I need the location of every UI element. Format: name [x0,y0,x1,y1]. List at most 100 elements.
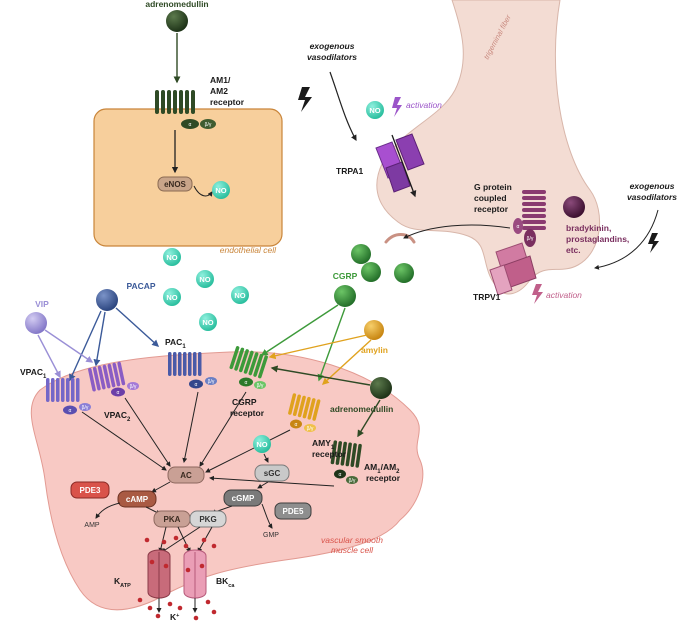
bradykinin-label-3: etc. [566,245,581,255]
bkca-label: BKca [216,576,235,589]
amylin-to-amy1-arrow [321,339,372,385]
bradykinin-label-1: bradykinin, [566,223,611,233]
amy1-to-ac-arrow [205,429,291,473]
sgc-box [254,464,290,482]
ac-label: AC [180,471,192,480]
vip-label: VIP [35,299,49,309]
cgrp-receptor-label-2: receptor [230,408,265,418]
am-receptor-top-label-1: AM1/ [210,75,231,85]
alpha-subunit-label: α [195,382,198,388]
no-to-sgc-arrow [263,453,269,463]
am-receptor-bottom [330,440,362,484]
exo-vaso-top-label-1: exogenous [310,41,355,51]
vpac2-label: VPAC2 [104,410,131,423]
pacap-label: PACAP [126,281,155,291]
beta-gamma-subunit-label: β/γ [307,426,314,432]
no-molecule [196,270,214,288]
amy1-label-2: receptor [312,449,347,459]
am-to-am-receptor-arrow [357,399,381,438]
alpha-subunit-label: α [245,380,248,386]
pkg-to-katp-arrow [161,526,201,553]
am-receptor-top-label-2: AM2 [210,86,228,96]
gpcr-label-2: coupled [474,193,507,203]
pkg-box [189,510,227,528]
enos-box [157,176,193,192]
bkca-channel [183,549,207,599]
vesicle-release-site [384,233,416,244]
amy1-label-1: AMY1 [312,438,335,451]
amy1-receptor [288,393,321,432]
sgc-to-cgmp-arrow [257,481,269,489]
activation-bottom-label: activation [546,290,582,300]
trpa1-channel [375,133,425,193]
cgrp-label: CGRP [333,271,358,281]
am-receptor-top-label-3: receptor [210,97,245,107]
amp-label: AMP [84,522,100,529]
beta-gamma-subunit-label: β/γ [349,478,356,484]
no-molecule [199,313,217,331]
pde5-box [274,502,312,520]
no-label: NO [369,106,380,115]
vip-ligand [25,312,47,334]
exo-vaso-top-label-2: vasodilators [307,52,357,62]
enos-to-no-arrow [193,185,213,197]
alpha-subunit-label: α [189,122,192,128]
cgmp-to-gmp-arrow [261,503,273,529]
beta-gamma-subunit-label: β/γ [208,379,215,385]
pde5-label: PDE5 [283,507,304,516]
no-molecule [163,288,181,306]
am-receptor-bottom-label-1: AM1/AM2 [364,462,400,475]
camp-label: cAMP [126,495,149,504]
beta-gamma-subunit-label: β/γ [527,236,534,242]
no-label: NO [234,291,245,300]
cgrp-released [351,244,414,283]
no-label: NO [166,293,177,302]
vpac2-to-ac-arrow [124,397,171,467]
exo-vaso-top-arrow [329,71,357,142]
cgrp-receptor-to-ac-arrow [199,391,247,467]
am-to-cgrp-receptor-arrow [270,365,371,386]
beta-gamma-subunit-label: β/γ [205,122,212,128]
alpha-subunit-label: α [339,472,342,478]
sgc-label: sGC [264,469,281,478]
pde3-label: PDE3 [80,486,101,495]
beta-gamma-subunit-label: β/γ [82,405,89,411]
cgrp-to-amy1-arrow [317,307,346,382]
cgrp-receptor-label-1: CGRP [232,397,257,407]
alpha-subunit-label: α [117,390,120,396]
pac1-label: PAC1 [165,337,186,350]
adrenomedullin-bottom-ligand [370,377,392,399]
alpha-subunit-label: α [69,408,72,414]
lightning-icon [298,87,312,112]
gmp-label: GMP [263,532,279,539]
cgrp-ligand [334,285,356,307]
am-receptor-to-ac-arrow [209,475,335,487]
trpa1-influx-arrow [391,134,417,198]
no-molecule [163,248,181,266]
potassium-label: K+ [170,612,179,622]
lightning-icon [392,97,402,117]
pka-label: PKA [164,515,181,524]
camp-box [117,490,157,508]
pacap-to-vpac2-arrow [93,311,106,367]
cgmp-label: cGMP [232,494,255,503]
vip-to-vpac1-arrow [37,334,61,379]
trpa1-label: TRPA1 [336,166,364,176]
no-label: NO [199,275,210,284]
lightning-icon [532,284,543,304]
no-molecule-smc [253,435,271,453]
vpac1-label: VPAC1 [20,367,47,380]
enos-label: eNOS [164,180,186,189]
vpac1-to-ac-arrow [81,411,167,471]
activation-top-label: activation [406,100,442,110]
no-label: NO [202,318,213,327]
am-receptor-top [155,90,216,129]
vsm-label-1: vascular smooth [321,535,383,545]
gpcr-to-release-arrow [403,224,511,239]
gpcr-receptor [513,190,546,247]
katp-label: KATP [114,576,131,589]
amylin-label: amylin [361,345,388,355]
no-molecule [231,286,249,304]
lightning-icon [648,233,659,253]
